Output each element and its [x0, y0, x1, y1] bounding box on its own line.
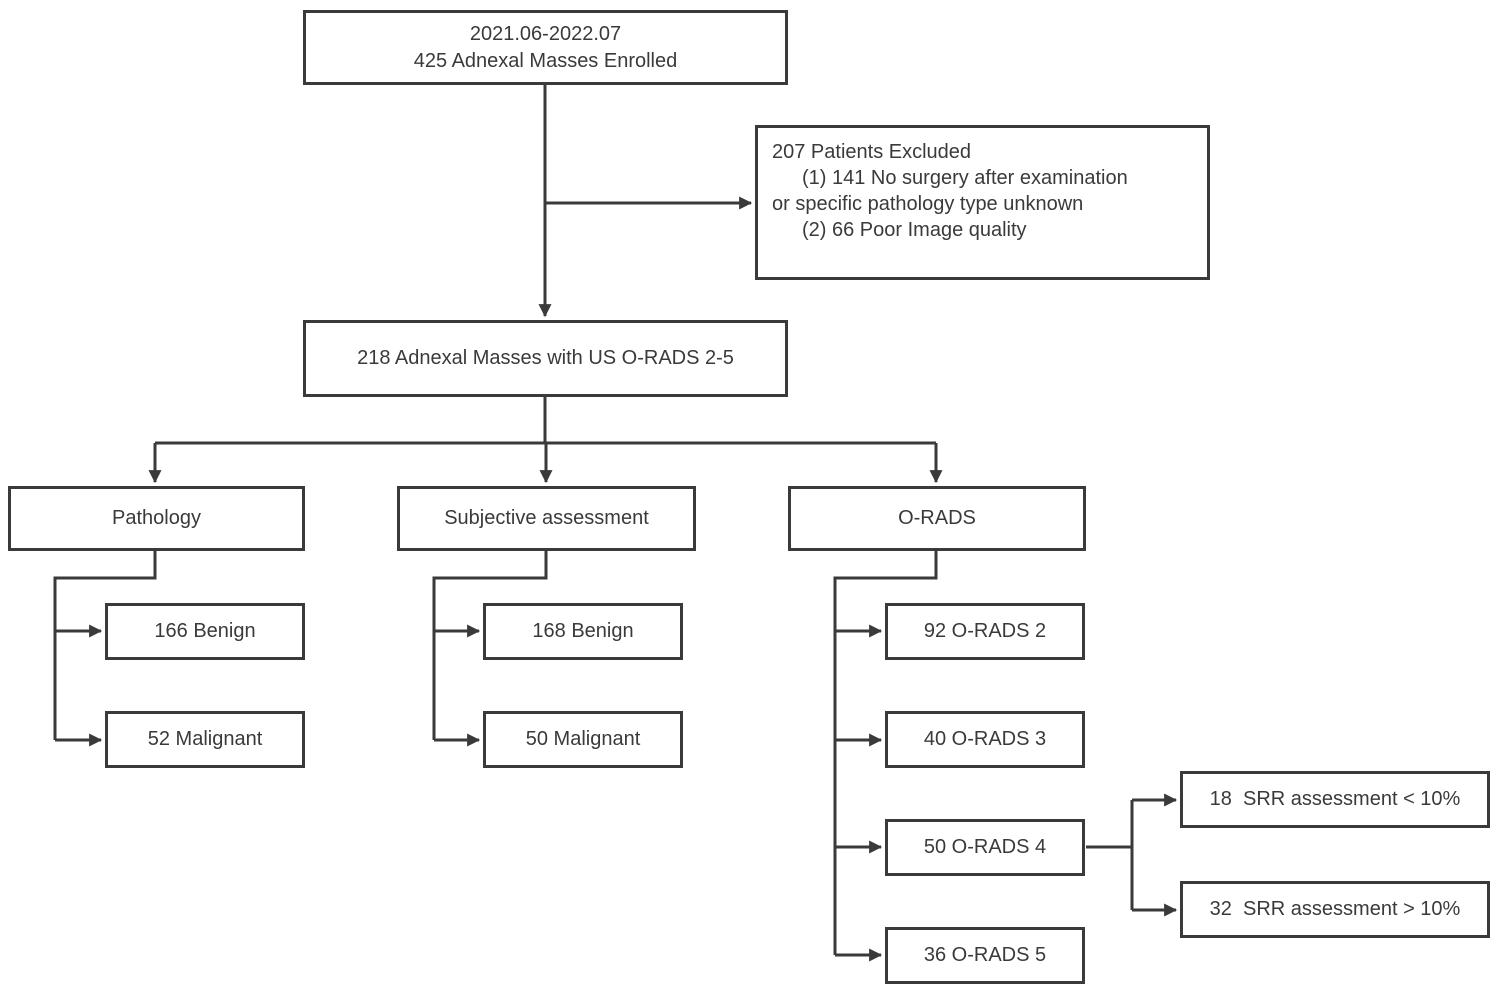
excluded-reason-1: (1) 141 No surgery after examination: [802, 167, 1128, 189]
node-srr-above-10: 32 SRR assessment > 10%: [1180, 881, 1490, 938]
node-orads-4: 50 O-RADS 4: [885, 819, 1085, 876]
node-srr-below-10: 18 SRR assessment < 10%: [1180, 771, 1490, 828]
excluded-reason-1-cont: or specific pathology type unknown: [772, 193, 1084, 215]
orads-3-label: 40 O-RADS 3: [923, 728, 1047, 750]
srr-above-10-label: 32 SRR assessment > 10%: [1209, 898, 1461, 920]
node-orads-2: 92 O-RADS 2: [885, 603, 1085, 660]
orads-label: O-RADS: [898, 507, 976, 529]
srr-below-10-label: 18 SRR assessment < 10%: [1209, 788, 1461, 810]
connector-orads25-rail: [155, 397, 936, 445]
orads-5-label: 36 O-RADS 5: [923, 944, 1047, 966]
node-excluded: 207 Patients Excluded (1) 141 No surgery…: [755, 125, 1210, 280]
orads25-label: 218 Adnexal Masses with US O-RADS 2-5: [357, 347, 734, 369]
excluded-title: 207 Patients Excluded: [772, 141, 972, 163]
connector-orads-elbow: [833, 551, 938, 955]
node-orads25: 218 Adnexal Masses with US O-RADS 2-5: [303, 320, 788, 397]
pathology-benign-label: 166 Benign: [154, 620, 256, 642]
pathology-malignant-label: 52 Malignant: [147, 728, 263, 750]
excluded-reason-2: (2) 66 Poor Image quality: [802, 219, 1027, 241]
connector-orads4-split: [1086, 800, 1134, 910]
node-subjective-assessment: Subjective assessment: [397, 486, 696, 551]
node-pathology-malignant: 52 Malignant: [105, 711, 305, 768]
node-subjective-malignant: 50 Malignant: [483, 711, 683, 768]
node-subjective-benign: 168 Benign: [483, 603, 683, 660]
subjective-label: Subjective assessment: [444, 507, 649, 529]
connector-pathology-elbow: [53, 551, 157, 740]
node-pathology-benign: 166 Benign: [105, 603, 305, 660]
node-orads: O-RADS: [788, 486, 1086, 551]
enrolled-dates: 2021.06-2022.07: [469, 22, 622, 45]
pathology-label: Pathology: [112, 507, 201, 529]
node-orads-5: 36 O-RADS 5: [885, 927, 1085, 984]
connector-subjective-elbow: [432, 551, 548, 740]
node-enrolled: 2021.06-2022.07 425 Adnexal Masses Enrol…: [303, 10, 788, 85]
node-orads-3: 40 O-RADS 3: [885, 711, 1085, 768]
orads-4-label: 50 O-RADS 4: [923, 836, 1047, 858]
orads-2-label: 92 O-RADS 2: [923, 620, 1047, 642]
subjective-benign-label: 168 Benign: [532, 620, 634, 642]
node-pathology: Pathology: [8, 486, 305, 551]
enrolled-count: 425 Adnexal Masses Enrolled: [413, 49, 678, 72]
subjective-malignant-label: 50 Malignant: [525, 728, 641, 750]
